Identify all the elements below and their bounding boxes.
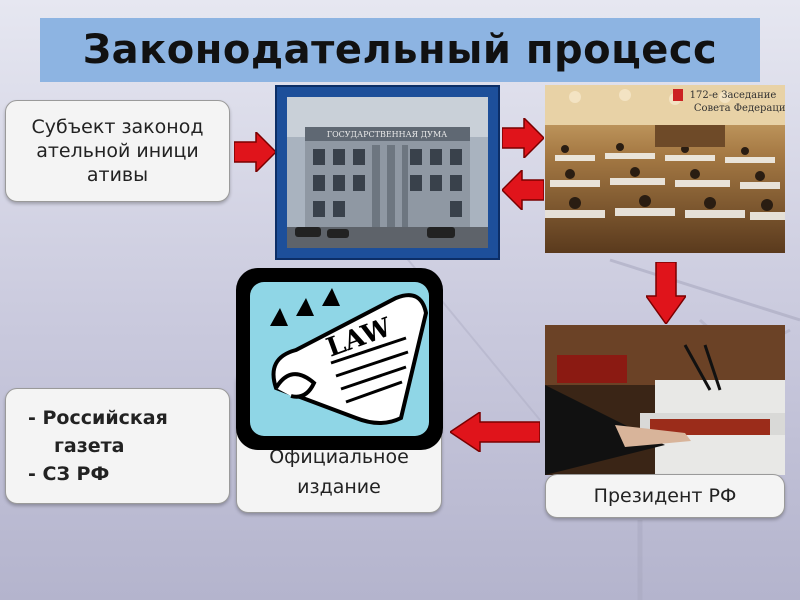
oath-illustration xyxy=(545,325,785,475)
gazette-line-3: - СЗ РФ xyxy=(28,463,110,485)
federation-council-photo: 172-е Заседание Совета Федерации xyxy=(545,85,785,253)
arrow-right-icon xyxy=(234,132,276,172)
title-banner: Законодательный процесс xyxy=(40,18,760,82)
subject-label: Субъект законодательной инициативы xyxy=(31,116,204,186)
president-label: Президент РФ xyxy=(593,485,737,507)
arrow-left-icon xyxy=(502,170,544,210)
gazette-line-2: газета xyxy=(54,435,125,457)
council-caption-line1: 172-е Заседание xyxy=(690,90,777,101)
council-hall-illustration: 172-е Заседание Совета Федерации xyxy=(545,85,785,253)
arrow-down-icon xyxy=(646,262,686,324)
arrow-right-icon xyxy=(502,118,544,158)
arrow-left-icon xyxy=(450,412,540,452)
duma-building-illustration: ГОСУДАРСТВЕННАЯ ДУМА xyxy=(287,97,488,248)
gazette-line-1: - Российская xyxy=(28,407,168,429)
law-document-icon: LAW xyxy=(236,268,443,450)
president-oath-photo xyxy=(545,325,785,475)
duma-sign-text: ГОСУДАРСТВЕННАЯ ДУМА xyxy=(327,130,447,139)
subject-box: Субъект законодательной инициативы xyxy=(5,100,230,202)
president-box: Президент РФ xyxy=(545,474,785,518)
official-publication-label: Официальное издание xyxy=(269,446,409,498)
council-caption-line2: Совета Федерации xyxy=(694,103,785,114)
page-title: Законодательный процесс xyxy=(82,27,718,73)
state-duma-photo: ГОСУДАРСТВЕННАЯ ДУМА xyxy=(275,85,500,260)
publications-box: - Российская газета - СЗ РФ xyxy=(5,388,230,504)
